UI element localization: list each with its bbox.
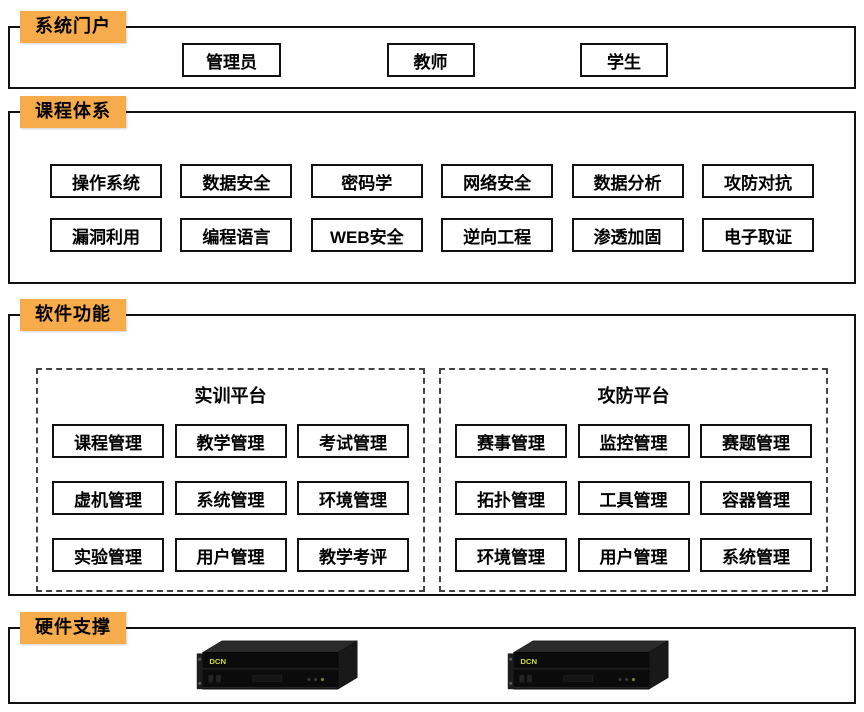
software-platforms: 实训平台 课程管理 教学管理 考试管理 虚机管理 系统管理 环境管理 实验管理 … (10, 316, 854, 592)
course-item: 逆向工程 (441, 218, 554, 252)
section-portal-label: 系统门户 (20, 11, 126, 43)
section-hardware: 硬件支撑 DCN (8, 612, 856, 704)
platform-attack-defense-grid: 赛事管理 监控管理 赛题管理 拓扑管理 工具管理 容器管理 环境管理 用户管理 … (455, 424, 812, 572)
server-brand-text: DCN (520, 657, 537, 666)
software-module: 环境管理 (455, 538, 567, 572)
software-module: 虚机管理 (52, 481, 164, 515)
server-appliance-icon: DCN (507, 639, 669, 690)
course-row-1: 操作系统 数据安全 密码学 网络安全 数据分析 攻防对抗 (10, 164, 854, 198)
software-module: 考试管理 (297, 424, 409, 458)
course-item: 数据安全 (180, 164, 293, 198)
section-courses: 课程体系 操作系统 数据安全 密码学 网络安全 数据分析 攻防对抗 漏洞利用 编… (8, 96, 856, 284)
course-item: 攻防对抗 (701, 164, 814, 198)
course-item: 渗透加固 (571, 218, 684, 252)
section-software-label: 软件功能 (20, 299, 126, 331)
course-item: 编程语言 (180, 218, 293, 252)
software-module: 系统管理 (174, 481, 287, 515)
software-module: 教学考评 (297, 538, 409, 572)
software-module: 工具管理 (577, 481, 690, 515)
platform-attack-defense-title: 攻防平台 (597, 386, 670, 406)
course-item: 网络安全 (441, 164, 554, 198)
software-module: 赛题管理 (700, 424, 812, 458)
software-module: 容器管理 (700, 481, 812, 515)
software-module: 赛事管理 (455, 424, 567, 458)
software-module: 拓扑管理 (455, 481, 567, 515)
server-brand-text: DCN (209, 657, 226, 666)
software-module: 实验管理 (52, 538, 164, 572)
course-item: 操作系统 (50, 164, 162, 198)
portal-role-teacher: 教师 (386, 43, 475, 77)
platform-training: 实训平台 课程管理 教学管理 考试管理 虚机管理 系统管理 环境管理 实验管理 … (36, 368, 425, 592)
section-hardware-label: 硬件支撑 (20, 612, 126, 644)
portal-role-admin: 管理员 (182, 43, 281, 77)
platform-attack-defense: 攻防平台 赛事管理 监控管理 赛题管理 拓扑管理 工具管理 容器管理 环境管理 … (439, 368, 828, 592)
platform-training-title: 实训平台 (194, 386, 267, 406)
section-portal: 系统门户 管理员 教师 学生 (8, 11, 856, 89)
portal-roles-row: 管理员 教师 学生 (10, 28, 854, 77)
course-item: WEB安全 (310, 218, 423, 252)
portal-role-student: 学生 (580, 43, 668, 77)
software-module: 用户管理 (577, 538, 690, 572)
course-item: 漏洞利用 (50, 218, 162, 252)
course-row-2: 漏洞利用 编程语言 WEB安全 逆向工程 渗透加固 电子取证 (10, 218, 854, 252)
section-software: 软件功能 实训平台 课程管理 教学管理 考试管理 虚机管理 系统管理 环境管理 … (8, 299, 856, 596)
course-item: 电子取证 (701, 218, 814, 252)
course-item: 密码学 (310, 164, 423, 198)
section-courses-label: 课程体系 (20, 96, 126, 128)
software-module: 课程管理 (52, 424, 164, 458)
software-module: 系统管理 (700, 538, 812, 572)
hardware-servers-row: DCN DCN (10, 629, 854, 702)
software-module: 环境管理 (297, 481, 409, 515)
server-appliance-icon: DCN (196, 639, 358, 690)
software-module: 用户管理 (174, 538, 287, 572)
platform-training-grid: 课程管理 教学管理 考试管理 虚机管理 系统管理 环境管理 实验管理 用户管理 … (52, 424, 409, 572)
course-rows: 操作系统 数据安全 密码学 网络安全 数据分析 攻防对抗 漏洞利用 编程语言 W… (10, 113, 854, 252)
software-module: 教学管理 (174, 424, 287, 458)
software-module: 监控管理 (577, 424, 690, 458)
course-item: 数据分析 (571, 164, 684, 198)
